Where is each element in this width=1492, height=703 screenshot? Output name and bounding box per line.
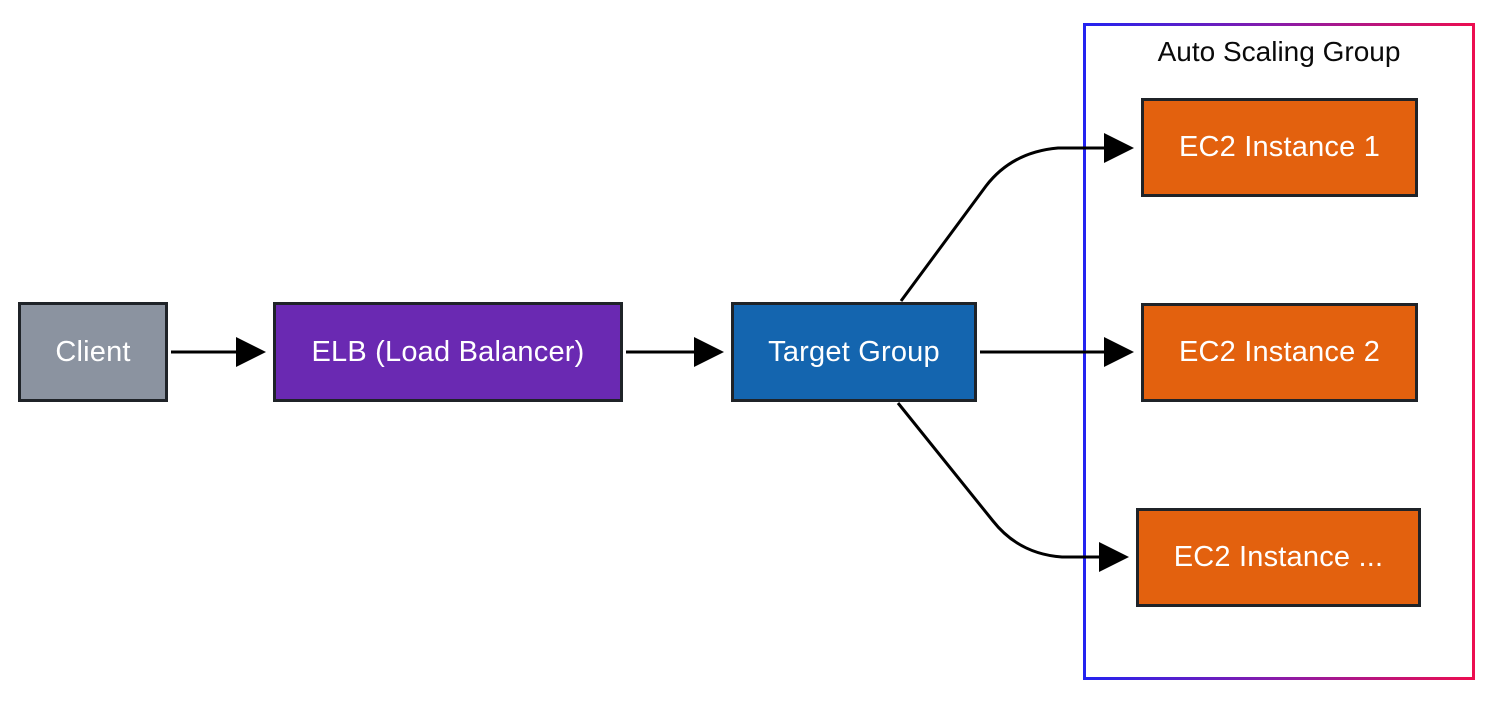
node-ec2-instance-2-label: EC2 Instance 2: [1178, 336, 1381, 368]
node-ec2-instance-1: EC2 Instance 1: [1141, 98, 1418, 197]
node-ec2-instance-more: EC2 Instance ...: [1136, 508, 1421, 607]
node-ec2-instance-1-label: EC2 Instance 1: [1178, 131, 1381, 163]
node-target-group-label: Target Group: [768, 335, 940, 368]
auto-scaling-group-title: Auto Scaling Group: [1157, 36, 1401, 67]
node-client: Client: [18, 302, 168, 402]
node-ec2-instance-2: EC2 Instance 2: [1141, 303, 1418, 402]
node-ec2-instance-more-label: EC2 Instance ...: [1173, 541, 1384, 573]
node-target-group: Target Group: [731, 302, 977, 402]
node-client-label: Client: [55, 335, 131, 368]
node-elb-label: ELB (Load Balancer): [311, 335, 585, 368]
node-elb-load-balancer: ELB (Load Balancer): [273, 302, 623, 402]
